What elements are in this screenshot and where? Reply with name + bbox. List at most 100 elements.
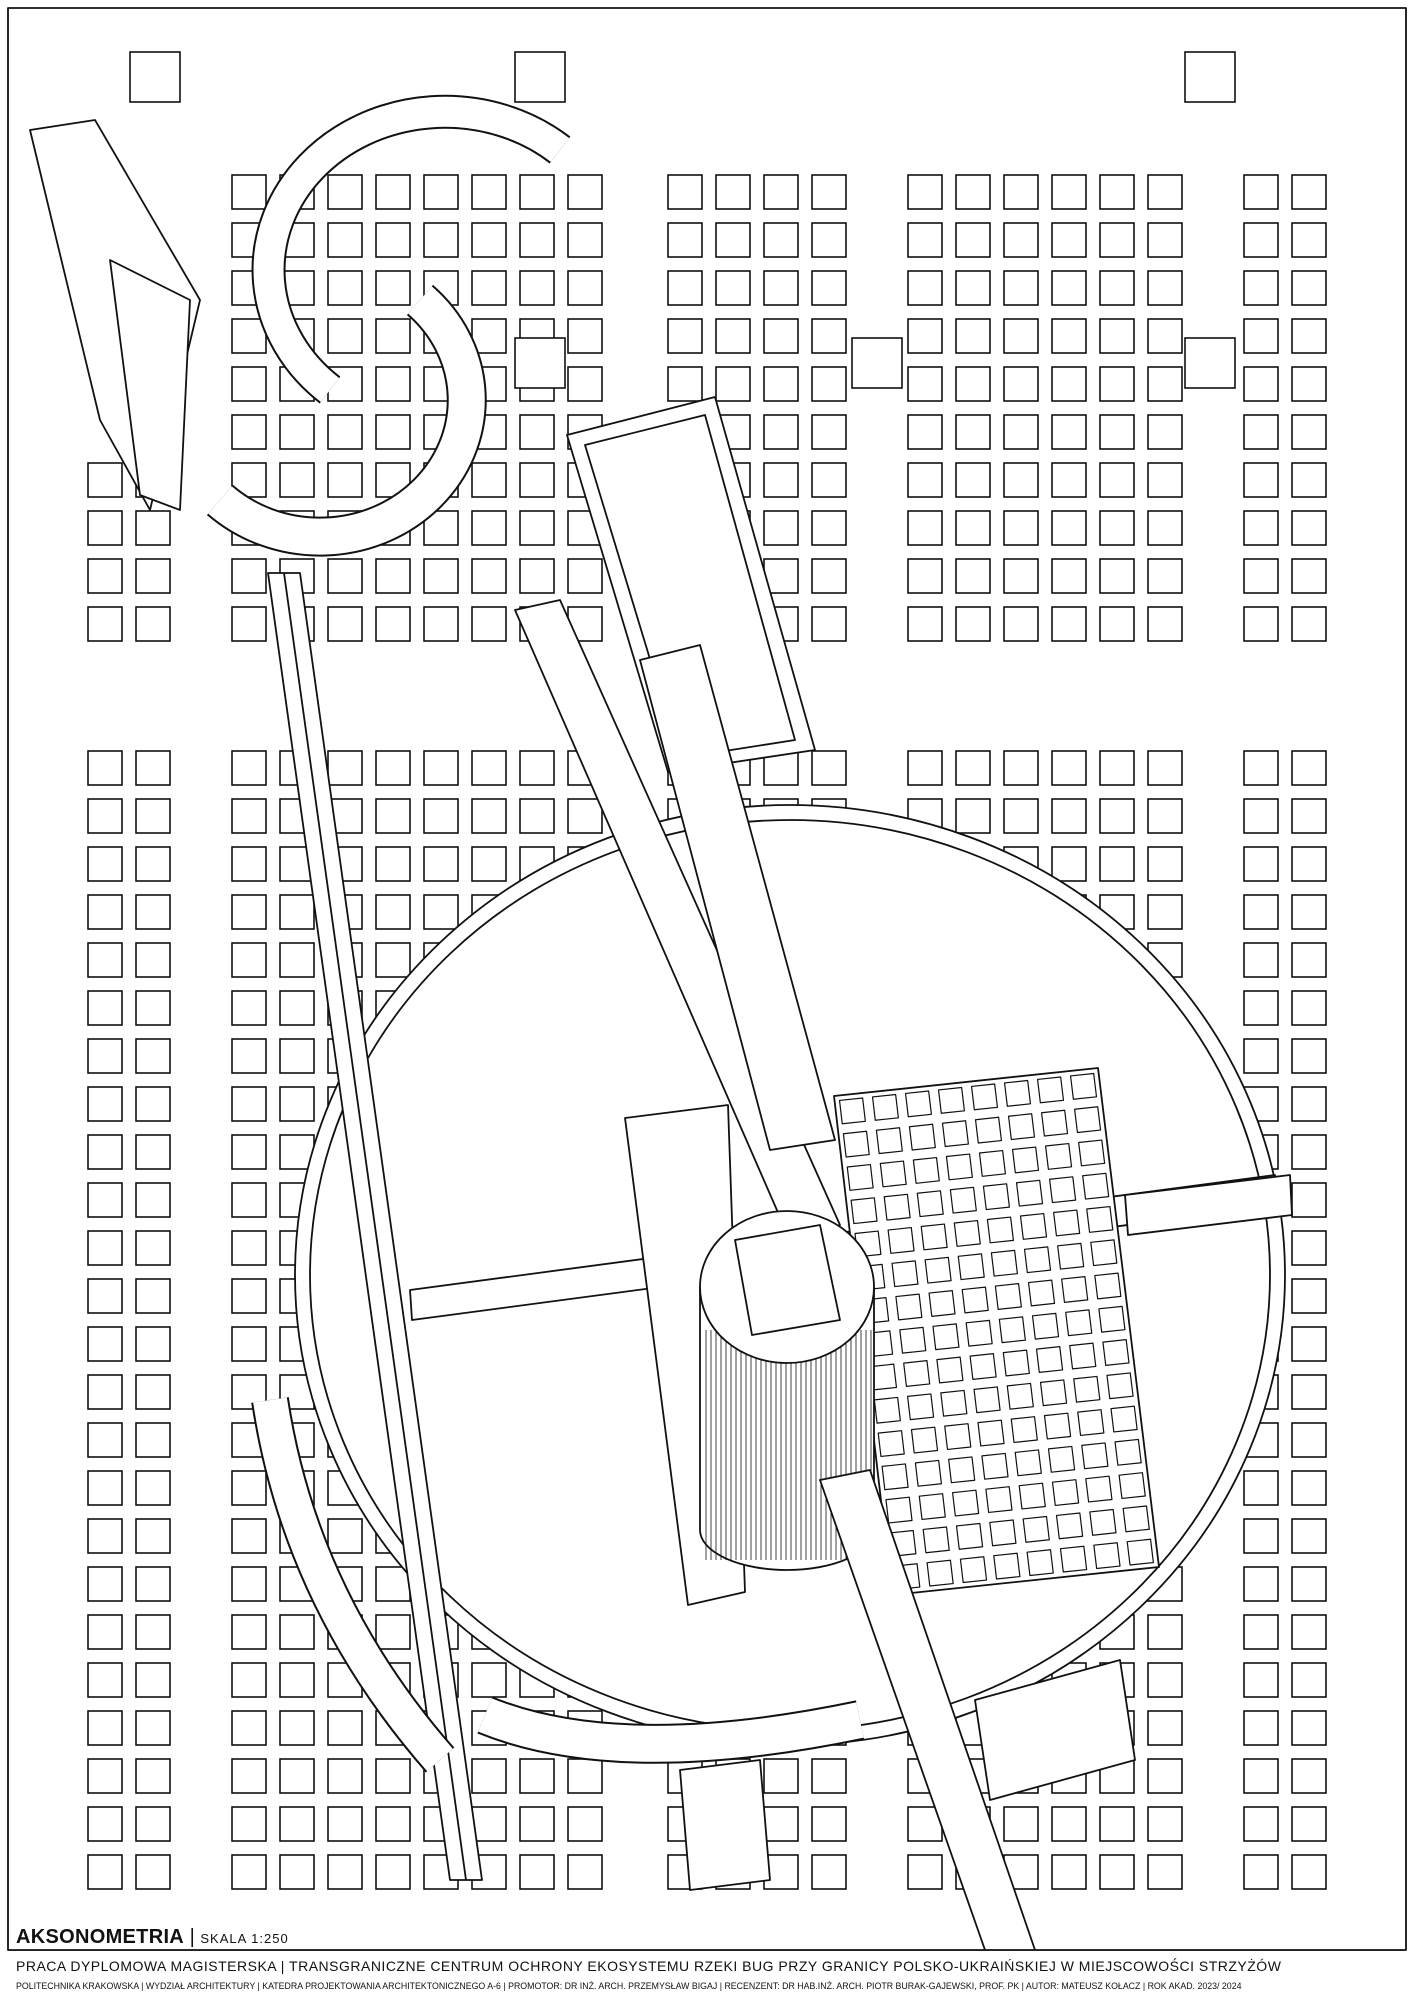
paving-tile — [1051, 174, 1087, 210]
paving-tile — [1003, 222, 1039, 258]
paving-tile — [87, 1710, 123, 1746]
paving-tile — [1291, 1614, 1327, 1650]
paving-tile — [519, 462, 555, 498]
grid-cell — [951, 1489, 980, 1517]
paving-tile — [327, 318, 363, 354]
paving-tile — [1243, 1854, 1279, 1890]
paving-tile — [1243, 270, 1279, 306]
grid-cell — [914, 1459, 943, 1487]
grid-cell — [961, 1286, 989, 1314]
walkway-east — [1124, 1174, 1293, 1236]
paving-tile — [1291, 750, 1327, 786]
strip-grid-wing — [639, 644, 836, 1151]
paving-tile — [135, 606, 171, 642]
paving-tile — [1291, 846, 1327, 882]
paving-tile — [231, 606, 267, 642]
paving-tile — [715, 222, 751, 258]
paving-tile — [1003, 318, 1039, 354]
paving-tile — [471, 462, 507, 498]
paving-tile — [1291, 174, 1327, 210]
grid-cell — [1022, 1515, 1050, 1543]
paving-tile — [423, 750, 459, 786]
paving-tile — [471, 1662, 507, 1698]
paving-tile — [327, 270, 363, 306]
grid-cell — [1093, 1542, 1121, 1570]
paving-tile — [375, 1854, 411, 1890]
grid-cell — [916, 1190, 944, 1218]
planter — [514, 51, 566, 103]
paving-tile — [1243, 1758, 1279, 1794]
paving-tile — [1291, 1086, 1327, 1122]
planter — [1184, 51, 1236, 103]
paving-tile — [231, 750, 267, 786]
paving-tile — [1291, 942, 1327, 978]
paving-tile — [1291, 1038, 1327, 1074]
paving-tile — [135, 1566, 171, 1602]
paving-tile — [667, 174, 703, 210]
paving-tile — [1051, 1806, 1087, 1842]
grid-cell — [910, 1426, 939, 1454]
paving-tile — [955, 798, 991, 834]
paving-tile — [87, 846, 123, 882]
paving-tile — [135, 1518, 171, 1554]
paving-tile — [87, 1518, 123, 1554]
paving-tile — [135, 1326, 171, 1362]
paving-tile — [1243, 798, 1279, 834]
paving-tile — [1243, 414, 1279, 450]
grid-cell — [981, 1452, 1009, 1480]
paving-tile — [327, 606, 363, 642]
grid-cell — [1010, 1416, 1038, 1444]
paving-tile — [1003, 174, 1039, 210]
grid-cell — [895, 1293, 923, 1321]
paving-tile — [667, 222, 703, 258]
paving-tile — [1051, 750, 1087, 786]
paving-tile — [87, 1086, 123, 1122]
grid-cell — [1026, 1549, 1054, 1577]
paving-tile — [471, 270, 507, 306]
paving-tile — [1147, 1854, 1183, 1890]
paving-tile — [87, 1470, 123, 1506]
grid-cell — [1018, 1482, 1046, 1510]
paving-tile — [1051, 462, 1087, 498]
paving-tile — [423, 894, 459, 930]
grid-cell — [1043, 1412, 1072, 1440]
paving-tile — [231, 1614, 267, 1650]
grid-cell — [908, 1123, 936, 1151]
paving-tile — [375, 894, 411, 930]
paving-tile — [231, 1326, 267, 1362]
south-wing-building — [974, 1659, 1136, 1801]
paving-tile — [375, 270, 411, 306]
paving-tile — [279, 1614, 315, 1650]
paving-tile — [1243, 894, 1279, 930]
paving-tile — [87, 1134, 123, 1170]
paving-tile — [567, 1806, 603, 1842]
paving-tile — [955, 750, 991, 786]
grid-cell — [1019, 1212, 1048, 1240]
paving-tile — [1243, 846, 1279, 882]
paving-tile — [1243, 1518, 1279, 1554]
paving-tile — [1147, 558, 1183, 594]
paving-tile — [375, 318, 411, 354]
paving-tile — [907, 318, 943, 354]
grid-cell — [1081, 1442, 1109, 1470]
grid-cell — [1106, 1372, 1134, 1400]
paving-tile — [811, 510, 847, 546]
grid-cell — [948, 1456, 976, 1484]
paving-tile — [87, 558, 123, 594]
drawing-title: AKSONOMETRIA | SKALA 1:250 — [16, 1926, 289, 1949]
grid-cell — [885, 1496, 913, 1524]
paving-tile — [1051, 414, 1087, 450]
paving-tile — [519, 1854, 555, 1890]
planter — [851, 337, 903, 389]
paving-tile — [1243, 558, 1279, 594]
grid-cell — [1040, 1109, 1069, 1137]
paving-tile — [811, 606, 847, 642]
grid-cell — [989, 1519, 1017, 1547]
paving-tile — [231, 1182, 267, 1218]
paving-tile — [907, 414, 943, 450]
paving-tile — [231, 846, 267, 882]
grid-cell — [1073, 1375, 1101, 1403]
grid-cell — [1061, 1276, 1089, 1303]
paving-tile — [1099, 1806, 1135, 1842]
paving-tile — [1291, 1758, 1327, 1794]
